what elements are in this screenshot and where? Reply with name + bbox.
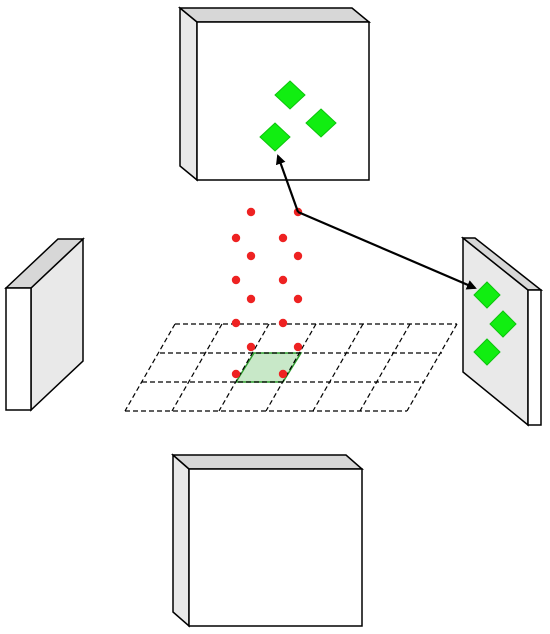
panel-bottom-cap bbox=[171, 454, 364, 470]
voxel-point bbox=[231, 369, 241, 379]
grid-column-line bbox=[124, 323, 176, 412]
voxel-point-column bbox=[231, 207, 303, 379]
feature-marker-right bbox=[473, 281, 501, 309]
panel-top-cap bbox=[177, 7, 372, 23]
voxel-point bbox=[246, 342, 256, 352]
voxel-point bbox=[246, 207, 256, 217]
voxel-point bbox=[293, 251, 303, 261]
voxel-point bbox=[278, 233, 288, 243]
arrow-to-top-panel bbox=[275, 154, 300, 213]
panel-bottom bbox=[171, 453, 364, 628]
voxel-point bbox=[246, 294, 256, 304]
voxel-point bbox=[278, 275, 288, 285]
voxel-point bbox=[278, 369, 288, 379]
panel-left-front bbox=[5, 287, 32, 411]
ground-grid bbox=[124, 323, 458, 412]
panel-top bbox=[177, 6, 372, 182]
arrow-to-right-panel bbox=[297, 210, 477, 290]
grid-column-line bbox=[218, 323, 270, 412]
feature-marker-top bbox=[259, 122, 291, 152]
voxel-point bbox=[231, 275, 241, 285]
voxel-point bbox=[293, 342, 303, 352]
feature-marker-top bbox=[305, 108, 337, 138]
voxel-point bbox=[293, 294, 303, 304]
voxel-point bbox=[231, 318, 241, 328]
grid-column-line bbox=[406, 323, 458, 412]
voxel-point bbox=[231, 233, 241, 243]
grid-column-line bbox=[359, 323, 411, 412]
feature-marker-right bbox=[489, 310, 517, 338]
grid-column-line bbox=[312, 323, 364, 412]
feature-marker-top bbox=[274, 80, 306, 110]
panel-left bbox=[4, 237, 85, 412]
panel-bottom-side bbox=[172, 453, 190, 628]
grid-column-line bbox=[171, 323, 223, 412]
panel-right-face bbox=[527, 289, 542, 426]
feature-marker-right bbox=[473, 338, 501, 366]
feature-markers bbox=[259, 80, 517, 366]
voxel-point bbox=[246, 251, 256, 261]
panel-right-front bbox=[462, 236, 529, 427]
panel-top-side bbox=[179, 6, 198, 182]
grid-column-line bbox=[265, 323, 317, 412]
panel-right bbox=[460, 236, 544, 427]
projection-arrows bbox=[275, 154, 477, 290]
panel-bottom-front bbox=[188, 468, 363, 627]
voxel-point bbox=[278, 318, 288, 328]
